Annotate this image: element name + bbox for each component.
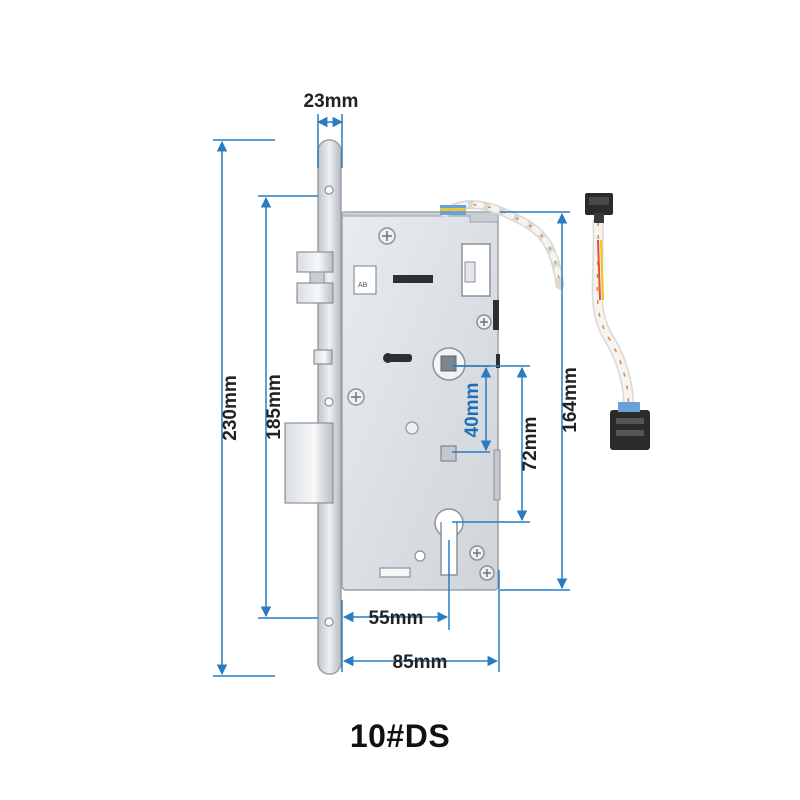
dim-height-230: 230mm (220, 375, 241, 441)
screw-icon (476, 314, 492, 330)
wire-harness (440, 200, 634, 416)
screw-icon (479, 565, 495, 581)
dim-backset-55: 55mm (369, 608, 424, 629)
faceplate (317, 139, 342, 675)
dim-height-185: 185mm (264, 374, 285, 440)
screw-icon (347, 388, 365, 406)
dead-bolt (284, 422, 334, 504)
screw-icon (378, 227, 396, 245)
screw-icon (469, 545, 485, 561)
connector-bottom (610, 402, 650, 450)
dim-spacing-72: 72mm (520, 417, 541, 472)
dim-depth-85: 85mm (393, 652, 448, 673)
connector-top (585, 193, 613, 223)
dim-spacing-40: 40mm (462, 383, 483, 438)
auxiliary-latch (313, 349, 333, 365)
lock-case: AB (341, 211, 501, 591)
spindle-follower (432, 347, 466, 381)
screw-icon (405, 421, 419, 435)
dim-width-23: 23mm (304, 91, 359, 112)
model-label: 10#DS (349, 718, 451, 754)
dim-height-164: 164mm (560, 367, 581, 433)
latch-bolt (296, 251, 334, 304)
body-stamp: AB (358, 282, 368, 289)
